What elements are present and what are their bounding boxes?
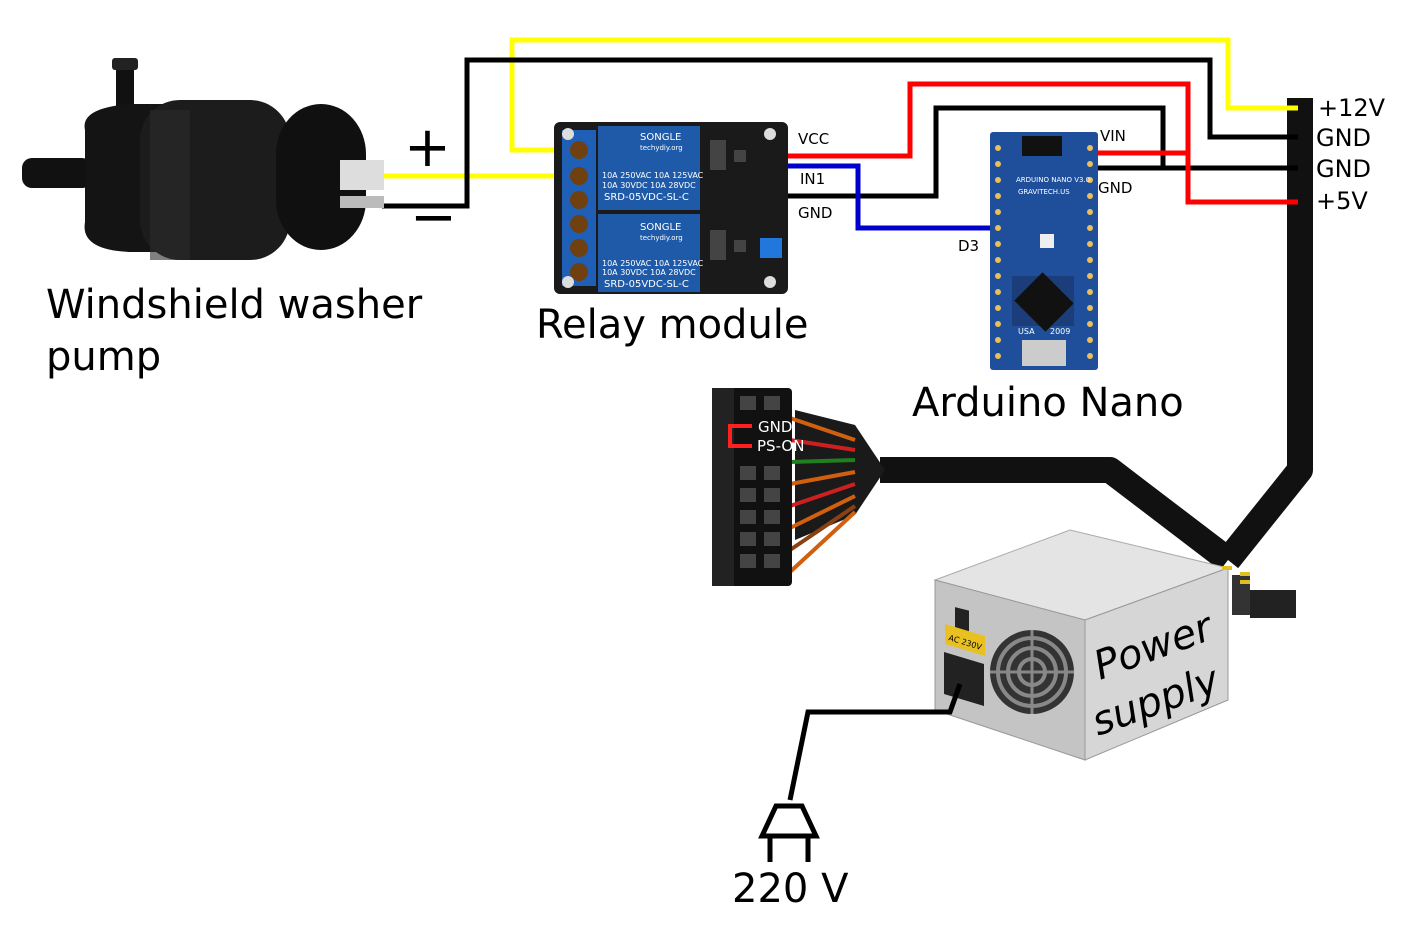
rail-gnd2-label: GND [1316,155,1371,183]
mains-cord [787,683,963,801]
relay-markings: SONGLE techydiy.org 10A 250VAC 10A 125VA… [602,132,704,290]
relay-pin-in1: IN1 [800,170,825,188]
power-supply [933,529,1296,761]
arduino-pin-vin: VIN [1100,127,1126,145]
arduino-nano [990,132,1098,370]
mains-voltage-label: 220 V [732,866,849,912]
relay-pin-vcc: VCC [798,130,829,148]
arduino-pin-d3: D3 [958,237,979,255]
arduino-label: Arduino Nano [912,380,1184,426]
atx-pin-gnd: GND [758,418,792,436]
wire-gnd-arduino [767,105,1298,199]
arduino-pin-gnd: GND [1098,179,1132,197]
arduino-board-name: ARDUINO NANO V3.0 [1016,176,1090,184]
relay-rating1-top: 10A 250VAC 10A 125VAC [602,171,704,180]
arduino-board-maker: GRAVITECH.US [1018,188,1070,196]
pump-minus-sign: − [410,185,457,250]
relay-model-bottom: SRD-05VDC-SL-C [604,279,689,290]
relay-brand-bottom: SONGLE [640,222,681,233]
wire-signal-blue [767,163,1000,231]
relay-model-top: SRD-05VDC-SL-C [604,192,689,203]
arduino-board-usa: USA [1018,327,1035,336]
relay-rating1-bottom: 10A 250VAC 10A 125VAC [602,259,704,268]
rail-gnd1-label: GND [1316,124,1371,152]
relay-pin-gnd: GND [798,204,832,222]
mains-plug-icon [758,803,820,862]
arduino-board-year: 2009 [1050,327,1070,336]
wire-gnd-pump [382,57,1298,209]
relay-module [554,122,788,294]
atx-connector [712,388,857,586]
relay-site-top: techydiy.org [640,144,683,152]
atx-pin-ps-on: PS-ON [757,437,804,455]
rail-5v-label: +5V [1316,187,1368,215]
relay-brand-top: SONGLE [640,132,681,143]
relay-site-bottom: techydiy.org [640,234,683,242]
wire-12v-yellow [380,37,1298,179]
pump-plus-sign: + [404,115,451,180]
washer-pump [22,58,384,260]
relay-rating2-top: 10A 30VDC 10A 28VDC [602,181,696,190]
pump-label-line2: pump [46,334,161,380]
rail-12v-label: +12V [1318,94,1386,122]
relay-label: Relay module [536,302,809,348]
relay-rating2-bottom: 10A 30VDC 10A 28VDC [602,268,696,277]
pump-label-line1: Windshield washer [46,282,423,328]
psu-cable-bundle [880,98,1313,571]
wire-5v-red [767,81,1298,205]
